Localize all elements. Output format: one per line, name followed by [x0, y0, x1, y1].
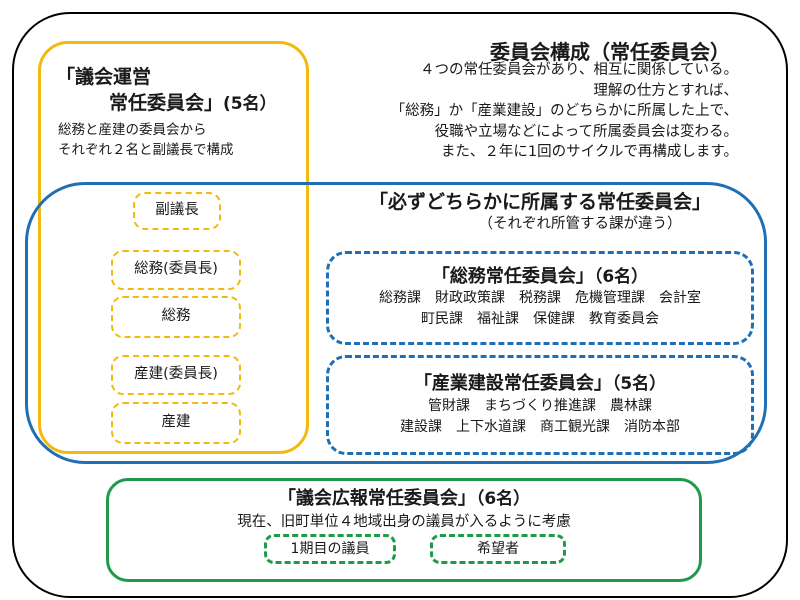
gikai-unei-title-line1: 「議会運営 — [56, 66, 152, 88]
koho-title-text: 「議会広報常任委員会」 — [277, 488, 476, 509]
sangyo-committee-title: 「産業建設常任委員会」（5名） — [326, 369, 754, 395]
sangyo-departments-line2: 建設課 上下水道課 商工観光課 消防本部 — [400, 419, 680, 435]
gikai-unei-committee-box — [38, 41, 309, 454]
sangyo-count: （5名） — [611, 374, 667, 394]
soumu-committee-title: 「総務常任委員会」（6名） — [326, 262, 754, 288]
soumu-committee-box — [326, 251, 754, 345]
soumu-count: （6名） — [593, 267, 649, 287]
member-tag-sangyo: 産建 — [111, 402, 241, 444]
koho-count: （6名） — [475, 489, 531, 509]
member-tag-sangyo-chair: 産建(委員長) — [111, 355, 241, 395]
soumu-title-text: 「総務常任委員会」 — [431, 266, 594, 287]
intro-text: ４つの常任委員会があり、相互に関係している。 理解の仕方とすれば、 「総務」か「… — [390, 62, 738, 160]
gikai-unei-title: 「議会運営 常任委員会」(5名） — [56, 64, 306, 117]
soumu-departments: 総務課 財政政策課 税務課 危機管理課 会計室 町民課 福祉課 保健課 教育委員… — [326, 288, 754, 330]
page-title: 委員会構成（常任委員会） — [490, 40, 730, 64]
koho-tag-first-term: 1期目の議員 — [264, 534, 396, 564]
member-tag-soumu-chair: 総務(委員長) — [111, 250, 241, 290]
gikai-unei-description: 総務と産建の委員会から それぞれ２名と副議長で構成 — [58, 122, 234, 158]
member-tag-soumu: 総務 — [111, 296, 241, 338]
soumu-departments-line1: 総務課 財政政策課 税務課 危機管理課 会計室 — [379, 290, 701, 306]
sangyo-departments: 管財課 まちづくり推進課 農林課 建設課 上下水道課 商工観光課 消防本部 — [326, 396, 754, 438]
koho-committee-box — [106, 478, 702, 582]
sangyo-departments-line1: 管財課 まちづくり推進課 農林課 — [428, 398, 652, 414]
outer-frame — [12, 12, 788, 598]
koho-committee-title: 「議会広報常任委員会」（6名） — [106, 484, 702, 510]
gikai-unei-count: (5名） — [223, 94, 277, 114]
soumu-departments-line2: 町民課 福祉課 保健課 教育委員会 — [421, 311, 659, 327]
must-belong-title: 「必ずどちらかに所属する常任委員会」 — [368, 191, 711, 213]
koho-description: 現在、旧町単位４地域出身の議員が入るように考慮 — [237, 514, 571, 530]
member-tag-vice-chair: 副議長 — [133, 192, 221, 230]
koho-tag-volunteer: 希望者 — [430, 534, 566, 564]
sangyo-committee-box — [326, 355, 754, 455]
gikai-unei-title-line2: 常任委員会」 — [109, 92, 224, 114]
must-belong-committees-box — [25, 182, 767, 464]
sangyo-title-text: 「産業建設常任委員会」 — [413, 373, 612, 394]
must-belong-subtitle: （それぞれ所管する課が違う） — [478, 216, 682, 232]
